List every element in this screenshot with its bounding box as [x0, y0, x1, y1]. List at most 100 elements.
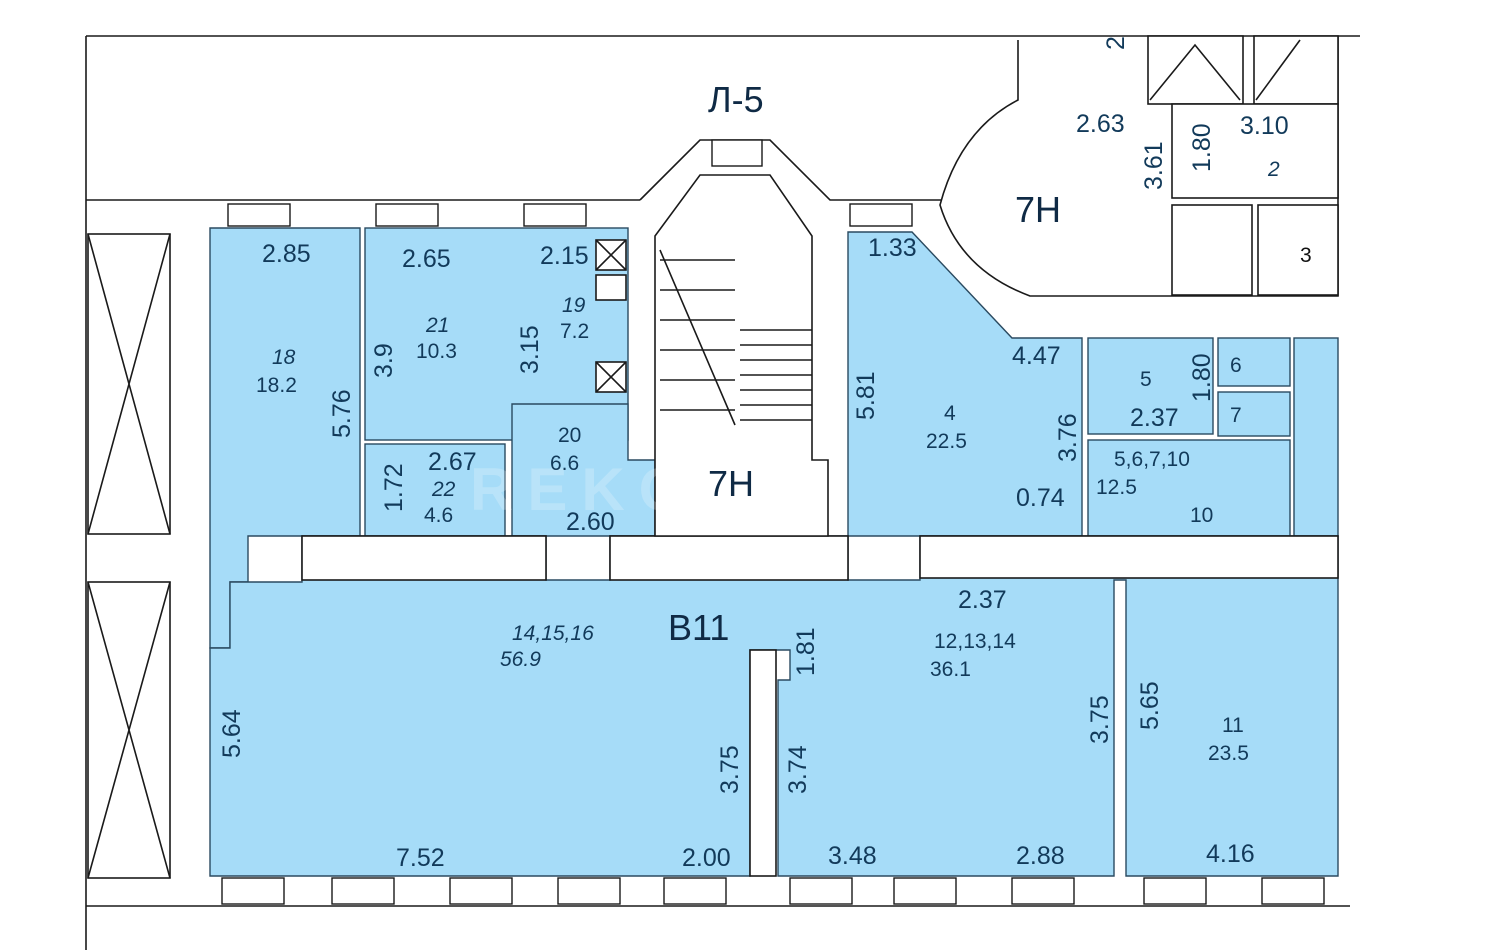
dimension-label: 4.47: [1012, 342, 1061, 370]
wall-column: [749, 649, 777, 877]
window: [1143, 877, 1207, 905]
dimension-label: 3.74: [784, 745, 812, 794]
room-area: 23.5: [1208, 742, 1249, 765]
upper-room-2: [1171, 103, 1339, 199]
room-number: 12,13,14: [934, 630, 1016, 653]
stair-steps: [659, 249, 812, 426]
room-22: [364, 443, 506, 537]
dimension-label: 3.9: [370, 343, 398, 378]
building-outline: [85, 35, 1360, 950]
window: [449, 877, 513, 905]
dimension-label: 2.63: [1076, 110, 1125, 138]
left-bay-lower-cross: [87, 581, 171, 879]
upper-room-3: [1257, 204, 1339, 296]
upper-lift-shaft: [1147, 35, 1244, 105]
dimension-label: 3.75: [716, 745, 744, 794]
dimension-label: 4.16: [1206, 840, 1255, 868]
wall-segment-2: [609, 535, 849, 581]
dimension-label: 5.81: [852, 371, 880, 420]
room-number: 21: [425, 314, 449, 337]
fixture-sink: [595, 274, 627, 301]
dimension-label: 1.33: [868, 234, 917, 262]
room-number: 3: [1300, 244, 1312, 267]
room-area: 6.6: [550, 452, 579, 475]
main-premise-label: В11: [668, 607, 729, 648]
window: [849, 203, 913, 227]
room-number: 18: [272, 346, 296, 369]
dimension-label: 3.75: [1086, 695, 1114, 744]
room-area: 22.5: [926, 430, 967, 453]
window: [221, 877, 285, 905]
wall-segment-3: [919, 535, 1339, 579]
left-bay-upper-cross: [87, 233, 171, 535]
room-7: [1217, 391, 1291, 437]
room-number: 22: [431, 478, 456, 501]
dimension-label: 2.00: [682, 844, 731, 872]
dimension-label: 3.76: [1054, 413, 1082, 462]
lift-shaft-mark: [1149, 43, 1241, 101]
dimension-label: 2: [1102, 36, 1130, 50]
dimension-label: 1.80: [1188, 123, 1216, 172]
window: [893, 877, 957, 905]
room-number: 20: [558, 424, 581, 447]
dimension-label: 3.10: [1240, 112, 1289, 140]
room-5: [1087, 337, 1214, 435]
dimension-label: 1.81: [792, 627, 820, 676]
dimension-label: 0.74: [1016, 484, 1065, 512]
dimension-label: 5.65: [1136, 681, 1164, 730]
room-6: [1217, 337, 1291, 387]
dimension-label: 3.15: [516, 325, 544, 374]
room-number: 5,6,7,10: [1114, 448, 1190, 471]
dimension-label: 2.88: [1016, 842, 1065, 870]
window: [1011, 877, 1075, 905]
room-area: 7.2: [560, 320, 589, 343]
watermark: REKOR: [470, 456, 757, 523]
room-area: 12.5: [1096, 476, 1137, 499]
room-area: 4.6: [424, 504, 453, 527]
dimension-label: 7.52: [396, 844, 445, 872]
dimension-label: 3.61: [1140, 141, 1168, 190]
window: [523, 203, 587, 227]
upper-premise-label: 7Н: [1015, 189, 1061, 230]
section-label: Л-5: [708, 79, 764, 120]
dimension-label: 2.67: [428, 448, 477, 476]
upper-room-left: [1171, 204, 1253, 296]
stair-premise-label: 7Н: [708, 463, 754, 504]
dimension-label: 2.15: [540, 242, 589, 270]
dimension-label: 2.85: [262, 240, 311, 268]
room-area: 18.2: [256, 374, 297, 397]
window: [331, 877, 395, 905]
room-area: 36.1: [930, 658, 971, 681]
window: [227, 203, 291, 227]
stair-steps-left: [660, 259, 735, 411]
dimension-label: 2.37: [958, 586, 1007, 614]
window: [663, 877, 727, 905]
wall-segment-1: [301, 535, 547, 581]
dimension-label: 2.37: [1130, 404, 1179, 432]
fixture-cross: [595, 239, 627, 393]
room-area: 56.9: [500, 648, 541, 671]
window: [375, 203, 439, 227]
dimension-label: 3.48: [828, 842, 877, 870]
window-stair: [711, 139, 763, 167]
room-area: 10.3: [416, 340, 457, 363]
room-number: 7: [1230, 404, 1242, 427]
room-number: 19: [562, 294, 586, 317]
room-number: 14,15,16: [512, 622, 594, 645]
dimension-label: 1.72: [380, 463, 408, 512]
central-stairwell: [654, 174, 829, 537]
room-strip: [1293, 337, 1339, 537]
room-number: 6: [1230, 354, 1242, 377]
room-number: 11: [1222, 714, 1244, 737]
room-number: 5: [1140, 368, 1152, 391]
stair-bay-outline: [639, 139, 945, 201]
room-number: 4: [944, 402, 956, 425]
dimension-label: 1.80: [1188, 353, 1216, 402]
window: [789, 877, 853, 905]
dimension-label: 2.60: [566, 508, 615, 536]
window: [557, 877, 621, 905]
window: [1261, 877, 1325, 905]
room-number: 2: [1267, 158, 1280, 181]
room-5-6-7-10: [1087, 439, 1291, 537]
